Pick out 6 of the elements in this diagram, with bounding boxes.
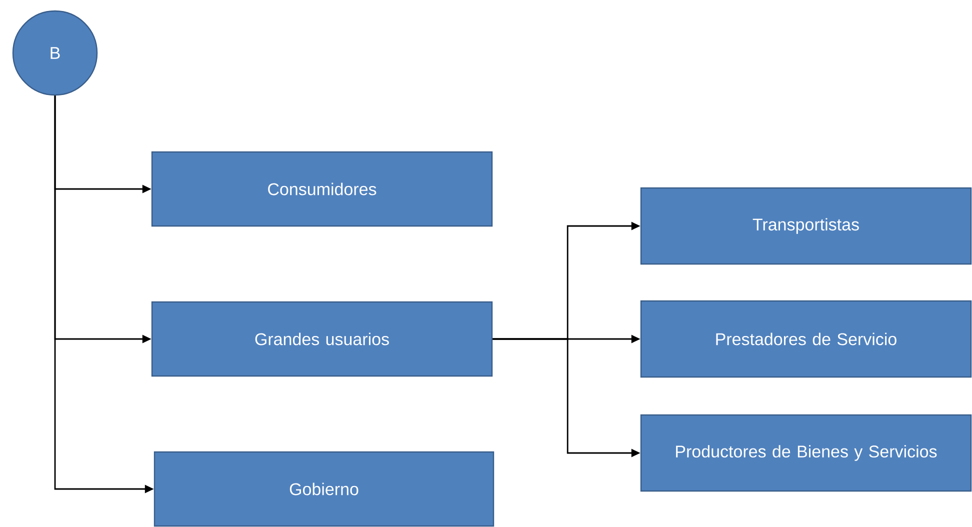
process-box: Productores de Bienes y Servicios: [640, 414, 972, 492]
process-box: Prestadores de Servicio: [640, 300, 972, 378]
process-box: Transportistas: [640, 187, 972, 265]
process-box: Gobierno: [154, 451, 494, 527]
process-box: Grandes usuarios: [151, 301, 493, 377]
process-box: Consumidores: [151, 151, 493, 227]
